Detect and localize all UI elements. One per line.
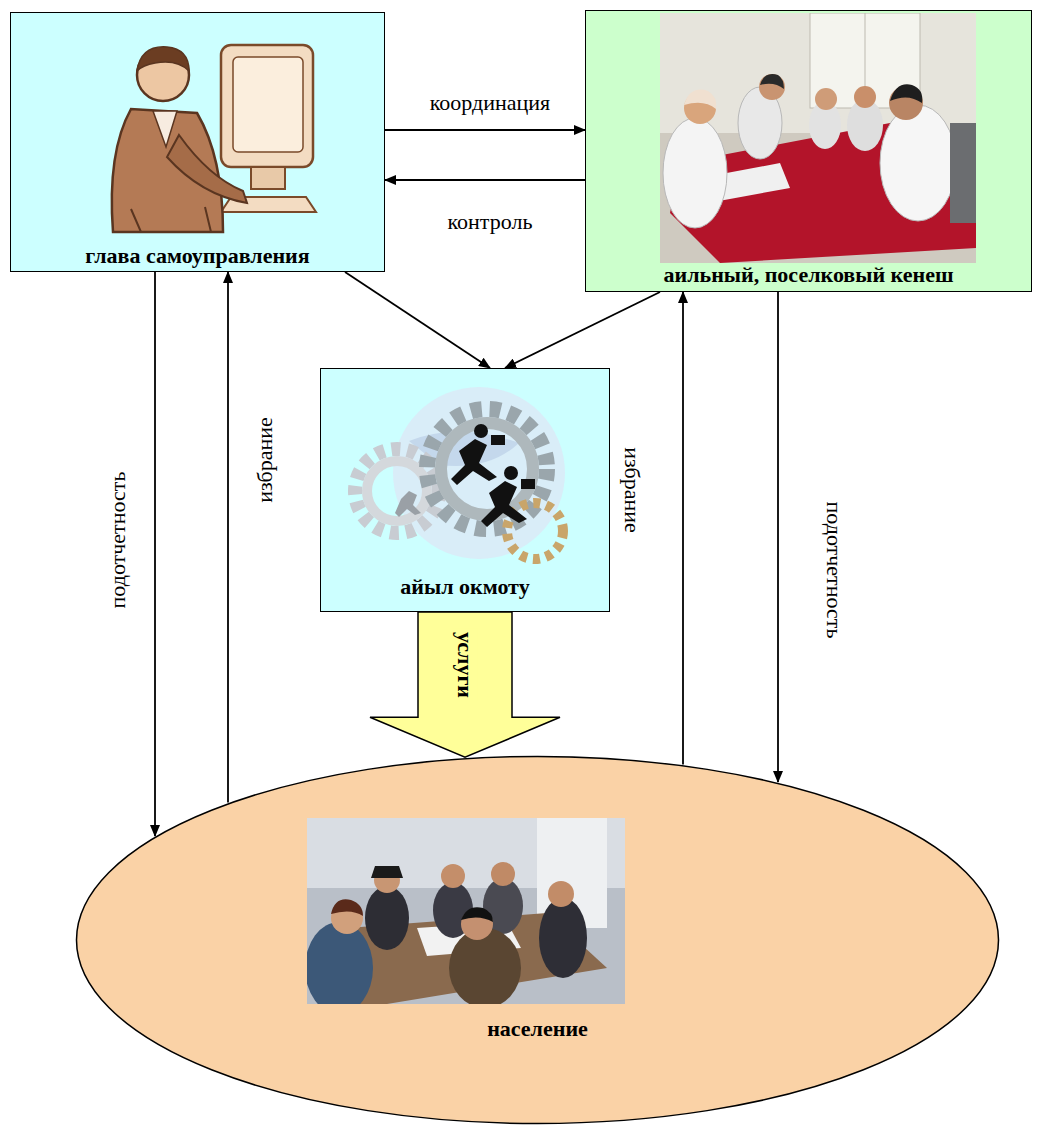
council-photo-part — [684, 90, 716, 109]
node-title: глава самоуправления — [85, 243, 309, 268]
gears-clipart-part — [521, 479, 535, 489]
connector-arrow — [682, 292, 684, 764]
official-clipart-part — [137, 47, 189, 71]
council-photo-part — [815, 88, 837, 110]
residents-photo-part — [441, 864, 465, 888]
ellipse-shape — [77, 757, 999, 1124]
residents-photo-part — [461, 908, 493, 940]
residents-photo — [307, 818, 625, 1004]
official-clipart-part — [221, 45, 313, 167]
residents-photo-part — [331, 899, 363, 916]
edge-label: координация — [427, 90, 553, 115]
residents-photo-part — [548, 881, 574, 907]
residents-photo-part — [371, 866, 403, 878]
connector-arrow — [385, 179, 585, 181]
gears-clipart-part — [451, 439, 497, 485]
gears-clipart-part — [395, 491, 421, 517]
connector-arrow — [505, 292, 660, 368]
council-photo-part — [854, 86, 876, 108]
edge-label: избрание — [252, 414, 277, 506]
gears-clipart-part — [491, 435, 505, 445]
council-photo — [660, 13, 976, 263]
council-photo-part — [663, 118, 727, 228]
office-box: айыл окмоту — [320, 368, 610, 612]
gears-clipart — [339, 381, 593, 571]
connector-arrow — [154, 272, 156, 836]
official-clipart-part — [153, 111, 177, 147]
gears-clipart-part — [427, 409, 547, 529]
edge-label: услуги — [452, 629, 477, 701]
node-title: аильный, поселковый кенеш — [664, 262, 954, 287]
edge-label: избрание — [619, 444, 644, 536]
council-photo-part — [660, 13, 976, 263]
official-clipart-part — [233, 57, 303, 152]
gears-clipart-part — [474, 424, 488, 438]
head-box: глава самоуправления — [10, 12, 385, 272]
gears-clipart-part — [367, 461, 427, 521]
residents-photo-part — [365, 886, 409, 950]
connector-arrow — [227, 272, 229, 803]
official-clipart-part — [251, 167, 285, 189]
official-clipart — [71, 27, 331, 242]
node-title: айыл окмоту — [400, 574, 529, 599]
council-photo-part — [890, 84, 922, 103]
gears-clipart-part — [481, 481, 527, 527]
edge-label: контроль — [445, 209, 536, 234]
residents-photo-part — [491, 862, 515, 886]
block-arrow — [370, 612, 560, 757]
node-title: население — [487, 1016, 588, 1041]
connector-arrow — [385, 129, 585, 131]
residents-photo-part — [539, 898, 587, 978]
official-clipart-part — [167, 135, 247, 203]
connector-arrow — [345, 272, 490, 368]
population-ellipse: население — [75, 755, 1000, 1125]
council-box: аильный, поселковый кенеш — [585, 10, 1032, 292]
gears-clipart-part — [504, 466, 518, 480]
council-photo-part — [880, 105, 956, 221]
gears-clipart-part — [441, 423, 533, 515]
council-photo-part — [950, 123, 976, 223]
edge-label: подотчетность — [821, 499, 846, 642]
residents-photo-part — [449, 928, 521, 1004]
connector-arrow — [777, 292, 779, 782]
residents-photo-part — [461, 907, 493, 922]
official-clipart-part — [131, 207, 211, 232]
edge-label: подотчетность — [105, 469, 130, 612]
council-photo-part — [759, 74, 785, 100]
council-photo-part — [760, 74, 784, 89]
residents-photo-part — [307, 922, 373, 1004]
